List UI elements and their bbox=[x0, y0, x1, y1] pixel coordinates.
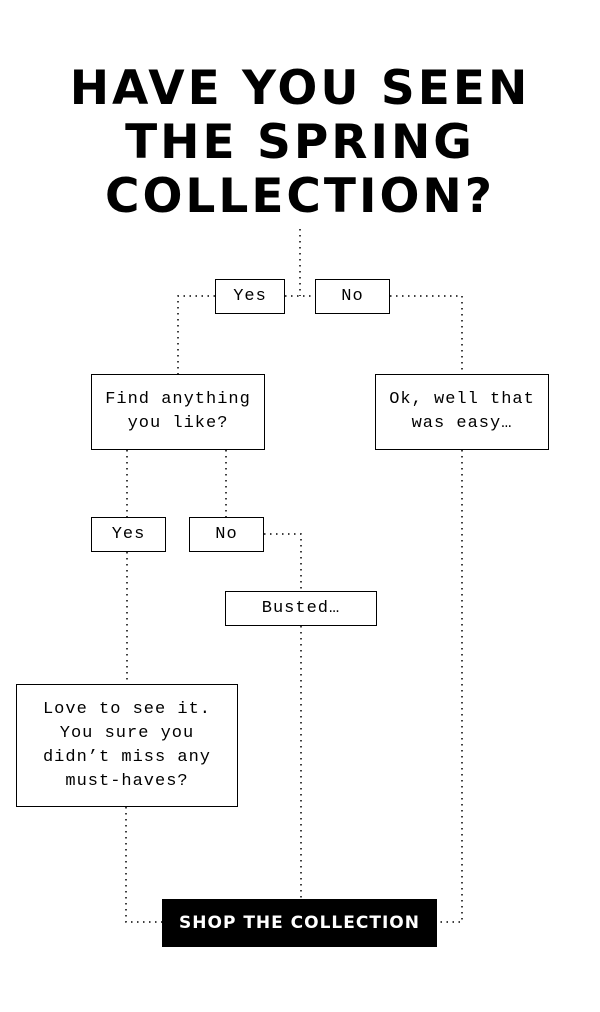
connector-no-to-ok bbox=[390, 295, 463, 374]
love-to-see-box: Love to see it. You sure you didn’t miss… bbox=[16, 684, 238, 807]
connector-no-to-busted bbox=[264, 533, 302, 591]
find-anything-label: Find anything you like? bbox=[105, 390, 251, 433]
love-to-see-label: Love to see it. You sure you didn’t miss… bbox=[42, 699, 212, 791]
like-no-box: No bbox=[189, 517, 264, 552]
busted-label: Busted… bbox=[261, 598, 341, 618]
connector-yes-to-find bbox=[177, 295, 215, 374]
like-yes-box: Yes bbox=[91, 517, 166, 552]
answer-yes-box: Yes bbox=[215, 279, 285, 314]
answer-no-label: No bbox=[341, 286, 364, 306]
page-title: HAVE YOU SEEN THE SPRING COLLECTION? bbox=[0, 62, 600, 224]
title-line-2: THE SPRING bbox=[125, 115, 475, 170]
ok-easy-label: Ok, well that was easy… bbox=[389, 390, 535, 433]
title-line-1: HAVE YOU SEEN bbox=[69, 61, 531, 116]
busted-box: Busted… bbox=[225, 591, 377, 626]
answer-yes-label: Yes bbox=[233, 286, 267, 306]
find-anything-box: Find anything you like? bbox=[91, 374, 265, 450]
connector-ok-to-cta bbox=[437, 450, 463, 923]
connector-love-to-cta bbox=[125, 807, 162, 923]
ok-easy-box: Ok, well that was easy… bbox=[375, 374, 549, 450]
like-yes-label: Yes bbox=[111, 524, 146, 544]
shop-the-collection-button[interactable]: SHOP THE COLLECTION bbox=[162, 899, 437, 947]
answer-no-box: No bbox=[315, 279, 390, 314]
title-line-3: COLLECTION? bbox=[104, 169, 496, 224]
like-no-label: No bbox=[215, 524, 238, 544]
